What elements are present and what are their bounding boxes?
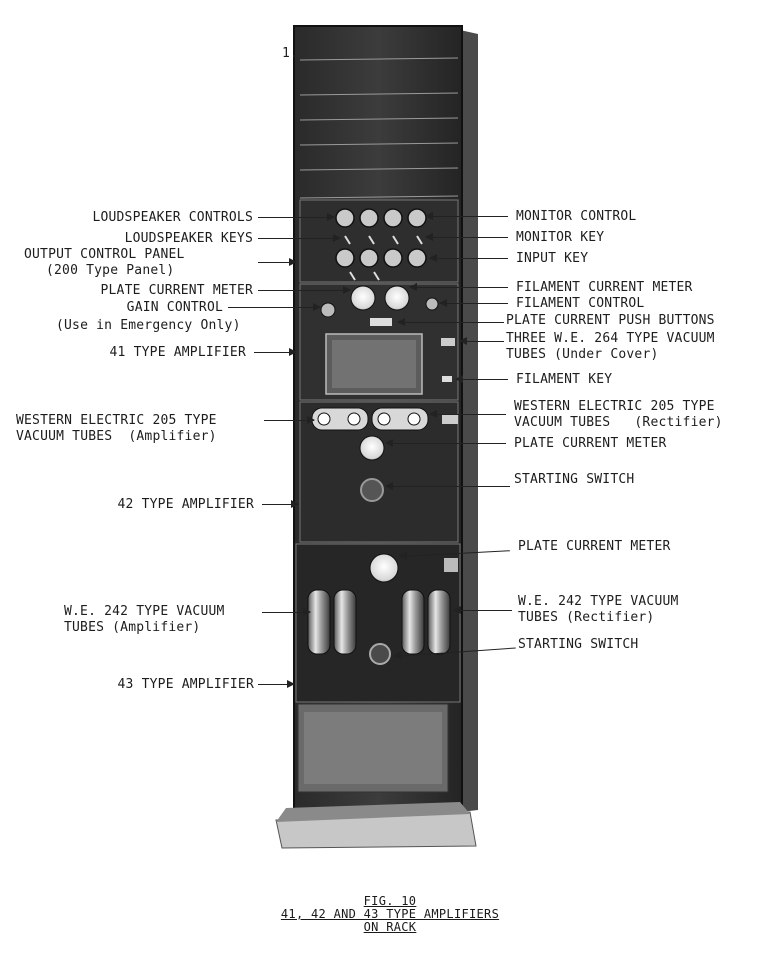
label-we242-amplifier-2: TUBES (Amplifier) bbox=[64, 620, 201, 635]
output-control-panel bbox=[299, 199, 459, 283]
leader-starting-switch bbox=[385, 482, 510, 490]
label-gain-control: GAIN CONTROL bbox=[126, 300, 223, 315]
label-filament-control: FILAMENT CONTROL bbox=[516, 296, 645, 311]
label-output-control-panel: OUTPUT CONTROL PANEL bbox=[24, 247, 185, 262]
plate-current-push-buttons bbox=[370, 318, 392, 326]
label-plate-current-push-buttons: PLATE CURRENT PUSH BUTTONS bbox=[506, 313, 715, 328]
label-amplifier-41: 41 TYPE AMPLIFIER bbox=[109, 345, 246, 360]
label-we242-rectifier-2: TUBES (Rectifier) bbox=[518, 610, 655, 625]
leader-loudspeaker-keys bbox=[258, 234, 341, 242]
caption-title: 41, 42 AND 43 TYPE AMPLIFIERS bbox=[280, 907, 500, 921]
filament-key bbox=[442, 376, 452, 382]
label-starting-switch: STARTING SWITCH bbox=[514, 472, 635, 487]
leader-filament-key bbox=[455, 375, 508, 383]
figure-caption: FIG. 10 41, 42 AND 43 TYPE AMPLIFIERS ON… bbox=[250, 895, 530, 934]
leader-monitor-key bbox=[425, 233, 508, 241]
plate-current-meter-41 bbox=[350, 285, 376, 311]
leader-plate-current-push-buttons bbox=[397, 318, 504, 326]
leader-we205-rectifier bbox=[429, 410, 506, 418]
filament-control-knob bbox=[425, 297, 439, 311]
leader-gain-control bbox=[228, 303, 321, 311]
label-gain-control-sub: (Use in Emergency Only) bbox=[56, 318, 241, 333]
caption-fig: FIG. 10 bbox=[363, 894, 417, 908]
leader-amplifier-42 bbox=[262, 500, 299, 508]
label-input-key: INPUT KEY bbox=[516, 251, 589, 266]
label-we205-amplifier-1: WESTERN ELECTRIC 205 TYPE bbox=[16, 413, 217, 428]
leader-we242-rectifier bbox=[453, 606, 512, 614]
label-loudspeaker-controls: LOUDSPEAKER CONTROLS bbox=[92, 210, 253, 225]
label-we242-rectifier-1: W.E. 242 TYPE VACUUM bbox=[518, 594, 679, 609]
label-filament-current-meter: FILAMENT CURRENT METER bbox=[516, 280, 693, 295]
label-plate-current-meter-2: PLATE CURRENT METER bbox=[514, 436, 667, 451]
label-three-we264-2: TUBES (Under Cover) bbox=[506, 347, 659, 362]
loudspeaker-control-knobs bbox=[335, 208, 427, 268]
leader-loudspeaker-controls bbox=[258, 213, 335, 221]
leader-input-key bbox=[429, 254, 508, 262]
label-we205-amplifier-2: VACUUM TUBES (Amplifier) bbox=[16, 429, 217, 444]
page-mark: 1. bbox=[282, 46, 299, 61]
plate-current-meter-43 bbox=[369, 553, 399, 583]
nameplate bbox=[441, 338, 455, 346]
label-amplifier-43: 43 TYPE AMPLIFIER bbox=[117, 677, 254, 692]
label-monitor-control: MONITOR CONTROL bbox=[516, 209, 637, 224]
label-monitor-key: MONITOR KEY bbox=[516, 230, 605, 245]
gain-control-knob bbox=[320, 302, 336, 318]
label-three-we264-1: THREE W.E. 264 TYPE VACUUM bbox=[506, 331, 715, 346]
rack-side-rail bbox=[460, 30, 478, 812]
leader-amplifier-41 bbox=[254, 348, 297, 356]
leader-plate-current-meter-2 bbox=[385, 439, 506, 447]
label-plate-current-meter-3: PLATE CURRENT METER bbox=[518, 539, 671, 554]
label-loudspeaker-keys: LOUDSPEAKER KEYS bbox=[124, 231, 253, 246]
starting-switch-42 bbox=[360, 478, 384, 502]
label-we205-rectifier-2: VACUUM TUBES (Rectifier) bbox=[514, 415, 723, 430]
label-amplifier-42: 42 TYPE AMPLIFIER bbox=[117, 497, 254, 512]
leader-monitor-control bbox=[425, 212, 508, 220]
leader-we242-amplifier bbox=[262, 608, 311, 616]
label-plate-current-meter: PLATE CURRENT METER bbox=[100, 283, 253, 298]
blank-panels bbox=[299, 57, 459, 199]
plate-current-meter-42 bbox=[359, 435, 385, 461]
leader-three-we264-tubes bbox=[459, 337, 504, 345]
we242-tubes bbox=[307, 589, 451, 655]
leader-we205-amplifier bbox=[264, 416, 315, 424]
leader-plate-current-meter bbox=[258, 286, 351, 294]
label-starting-switch-2: STARTING SWITCH bbox=[518, 637, 639, 652]
label-we242-amplifier-1: W.E. 242 TYPE VACUUM bbox=[64, 604, 225, 619]
leader-filament-current-meter bbox=[409, 283, 508, 291]
label-we205-rectifier-1: WESTERN ELECTRIC 205 TYPE bbox=[514, 399, 715, 414]
filament-current-meter-41 bbox=[384, 285, 410, 311]
leader-amplifier-43 bbox=[258, 680, 295, 688]
we205-tubes bbox=[311, 407, 429, 431]
leader-output-control-panel bbox=[258, 258, 297, 266]
starting-switch-43 bbox=[369, 643, 391, 665]
loudspeaker-keys bbox=[344, 235, 423, 281]
label-filament-key: FILAMENT KEY bbox=[516, 372, 613, 387]
label-output-control-panel-sub: (200 Type Panel) bbox=[46, 263, 175, 278]
leader-filament-control bbox=[439, 299, 508, 307]
caption-subtitle: ON RACK bbox=[363, 920, 417, 934]
